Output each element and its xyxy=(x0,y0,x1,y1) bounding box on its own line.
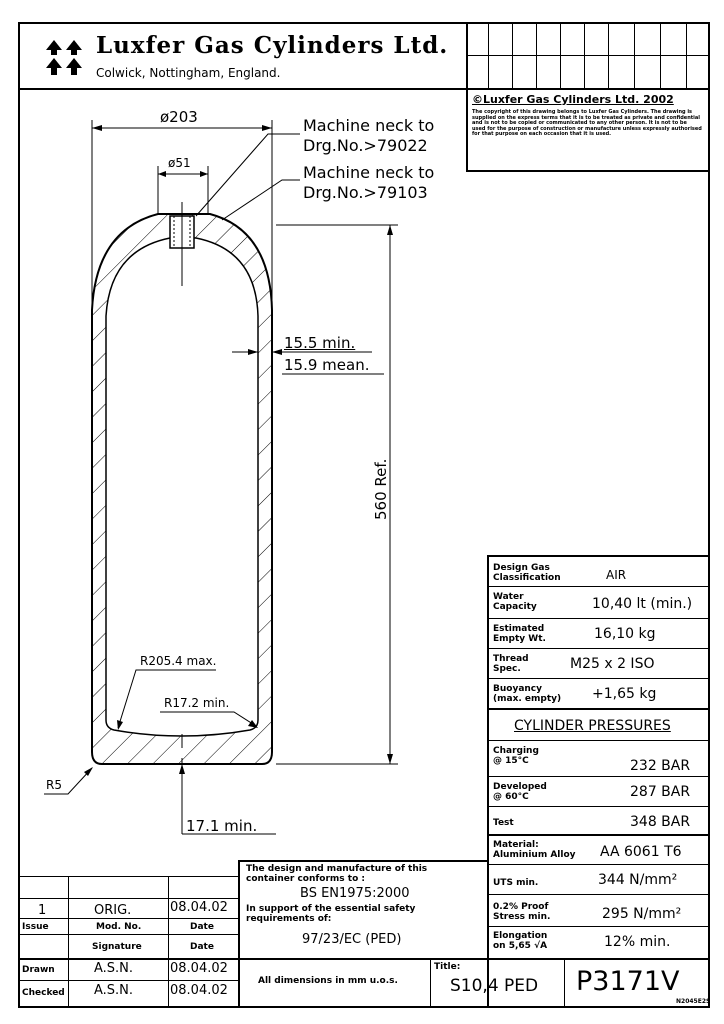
knuckle-radius-label: R17.2 min. xyxy=(164,696,230,710)
issue-number: 1 xyxy=(38,903,47,918)
company-location: Colwick, Nottingham, England. xyxy=(96,66,281,80)
spec-value-thread: M25 x 2 ISO xyxy=(570,656,655,672)
neck-drawing-number-2: Drg.No.>79103 xyxy=(303,183,428,202)
pressure-label-charging: Charging @ 15°C xyxy=(493,746,539,766)
drawing-number: P3171V xyxy=(576,966,680,997)
copyright-title: ©Luxfer Gas Cylinders Ltd. 2002 xyxy=(472,93,674,106)
neck-note-1: Machine neck to xyxy=(303,116,435,135)
checked-date: 08.04.02 xyxy=(170,983,228,998)
spec-value-buoyancy: +1,65 kg xyxy=(592,686,657,702)
wall-thickness-mean: 15.9 mean. xyxy=(284,356,370,374)
title-label: Title: xyxy=(434,962,461,972)
material-label: Material: Aluminium Alloy xyxy=(493,840,576,860)
spec-label-buoyancy: Buoyancy (max. empty) xyxy=(493,684,562,704)
standards-intro: The design and manufacture of this conta… xyxy=(246,864,428,884)
spec-value-capacity: 10,40 lt (min.) xyxy=(592,596,693,612)
neck-drawing-number-1: Drg.No.>79022 xyxy=(303,136,428,155)
standards-support: In support of the essential safety requi… xyxy=(246,904,416,924)
foot-radius-label: R5 xyxy=(46,778,62,792)
pressure-label-test: Test xyxy=(493,818,514,828)
spec-label-gas: Design Gas Classification xyxy=(493,563,561,583)
directive-name: 97/23/EC (PED) xyxy=(302,932,402,947)
neck-note-2: Machine neck to xyxy=(303,163,435,182)
units-note: All dimensions in mm u.o.s. xyxy=(258,976,398,986)
luxfer-logo-icon xyxy=(46,40,82,75)
spec-label-thread: Thread Spec. xyxy=(493,654,529,674)
spec-value-weight: 16,10 kg xyxy=(594,626,656,642)
drawing-title: S10,4 PED xyxy=(450,976,539,996)
base-thickness-label: 17.1 min. xyxy=(186,817,258,835)
header-signature: Signature xyxy=(92,942,142,952)
neck-diameter-label: ø51 xyxy=(168,156,191,170)
strength-value-proof: 295 N/mm² xyxy=(602,906,682,922)
strength-label-proof: 0.2% Proof Stress min. xyxy=(493,902,551,922)
header-issue: Issue xyxy=(22,922,49,932)
sheet-reference: N2045E2S xyxy=(676,998,711,1005)
checked-by: A.S.N. xyxy=(94,983,134,998)
pressure-label-developed: Developed @ 60°C xyxy=(493,782,547,802)
strength-value-elongation: 12% min. xyxy=(604,934,671,950)
spec-label-weight: Estimated Empty Wt. xyxy=(493,624,546,644)
issue-date: 08.04.02 xyxy=(170,900,228,915)
outer-diameter-label: ø203 xyxy=(160,108,198,126)
drawn-label: Drawn xyxy=(22,965,55,975)
cylinder-cross-section xyxy=(44,120,398,835)
company-name: Luxfer Gas Cylinders Ltd. xyxy=(96,32,449,59)
pressure-value-charging: 232 BAR xyxy=(630,758,691,774)
pressure-value-test: 348 BAR xyxy=(630,814,691,830)
base-radius-label: R205.4 max. xyxy=(140,654,217,668)
pressure-value-developed: 287 BAR xyxy=(630,784,691,800)
length-label: 560 Ref. xyxy=(372,458,390,520)
strength-label-uts: UTS min. xyxy=(493,878,539,888)
mod-number: ORIG. xyxy=(94,903,132,918)
strength-label-elongation: Elongation on 5,65 √A xyxy=(493,931,548,951)
drawn-by: A.S.N. xyxy=(94,961,134,976)
spec-value-gas: AIR xyxy=(606,568,627,582)
drawn-date: 08.04.02 xyxy=(170,961,228,976)
material-value: AA 6061 T6 xyxy=(600,844,682,860)
copyright-text: The copyright of this drawing belongs to… xyxy=(472,109,702,138)
pressures-title: CYLINDER PRESSURES xyxy=(514,718,671,734)
header-mod: Mod. No. xyxy=(96,922,142,932)
header-date-2: Date xyxy=(190,942,214,952)
checked-label: Checked xyxy=(22,988,65,998)
wall-thickness-min: 15.5 min. xyxy=(284,334,356,352)
standard-name: BS EN1975:2000 xyxy=(300,886,410,901)
header-date: Date xyxy=(190,922,214,932)
strength-value-uts: 344 N/mm² xyxy=(598,872,678,888)
spec-label-capacity: Water Capacity xyxy=(493,592,537,612)
drawing-frame xyxy=(18,22,710,1008)
